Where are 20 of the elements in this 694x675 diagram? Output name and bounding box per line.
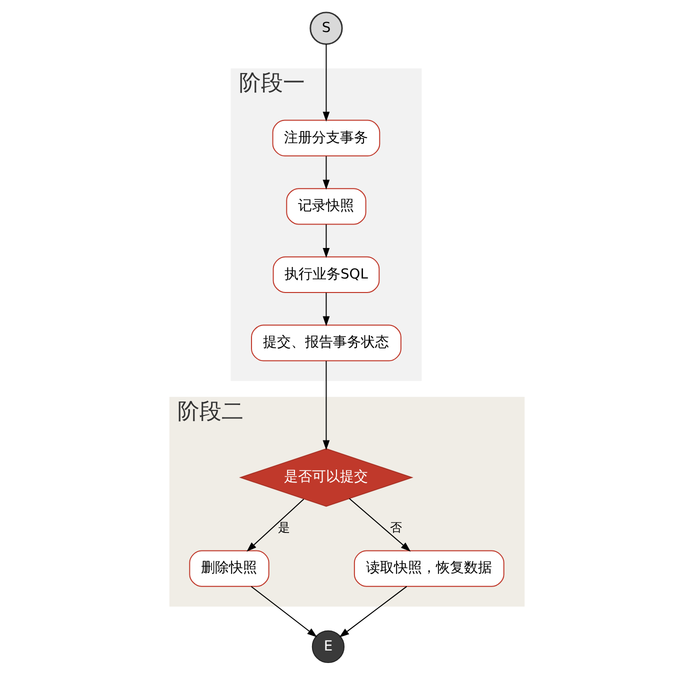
node-circle: E — [312, 630, 345, 664]
arrow — [322, 292, 330, 326]
arrow — [322, 44, 330, 122]
edge-label: 否 — [390, 520, 402, 535]
edge-label: 是 — [278, 520, 290, 535]
node-diamond: 是否可以提交 — [239, 448, 414, 507]
node-box: 删除快照 — [189, 550, 270, 587]
arrow — [322, 156, 330, 190]
node-box: 读取快照，恢复数据 — [354, 550, 504, 587]
node-box: 提交、报告事务状态 — [251, 324, 402, 362]
node-box: 执行业务SQL — [272, 256, 380, 293]
node-box: 注册分支事务 — [272, 120, 380, 156]
arrow — [322, 360, 330, 450]
arrow — [250, 586, 318, 638]
arrow — [322, 224, 330, 258]
node-box: 记录快照 — [286, 188, 366, 225]
arrow — [348, 498, 411, 552]
arrow — [339, 586, 408, 638]
node-circle: S — [310, 12, 343, 45]
arrow — [246, 498, 304, 552]
